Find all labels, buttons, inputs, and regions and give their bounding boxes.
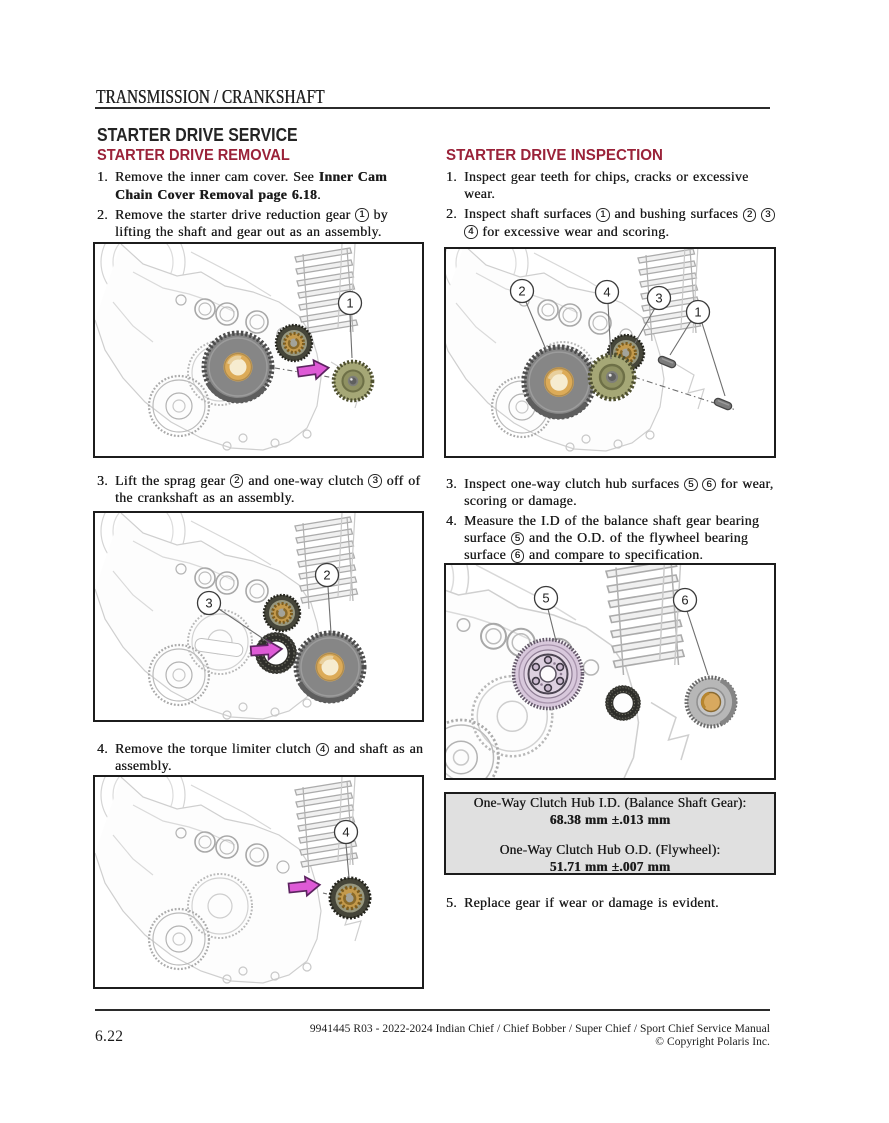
- svg-text:1: 1: [694, 305, 701, 320]
- svg-text:3: 3: [655, 291, 662, 306]
- svg-text:2: 2: [323, 568, 330, 583]
- svg-text:4: 4: [603, 285, 610, 300]
- svg-text:1: 1: [346, 296, 353, 311]
- svg-text:6: 6: [681, 593, 688, 608]
- svg-text:3: 3: [205, 596, 212, 611]
- svg-text:5: 5: [542, 591, 549, 606]
- svg-text:2: 2: [518, 284, 525, 299]
- svg-text:4: 4: [342, 825, 349, 840]
